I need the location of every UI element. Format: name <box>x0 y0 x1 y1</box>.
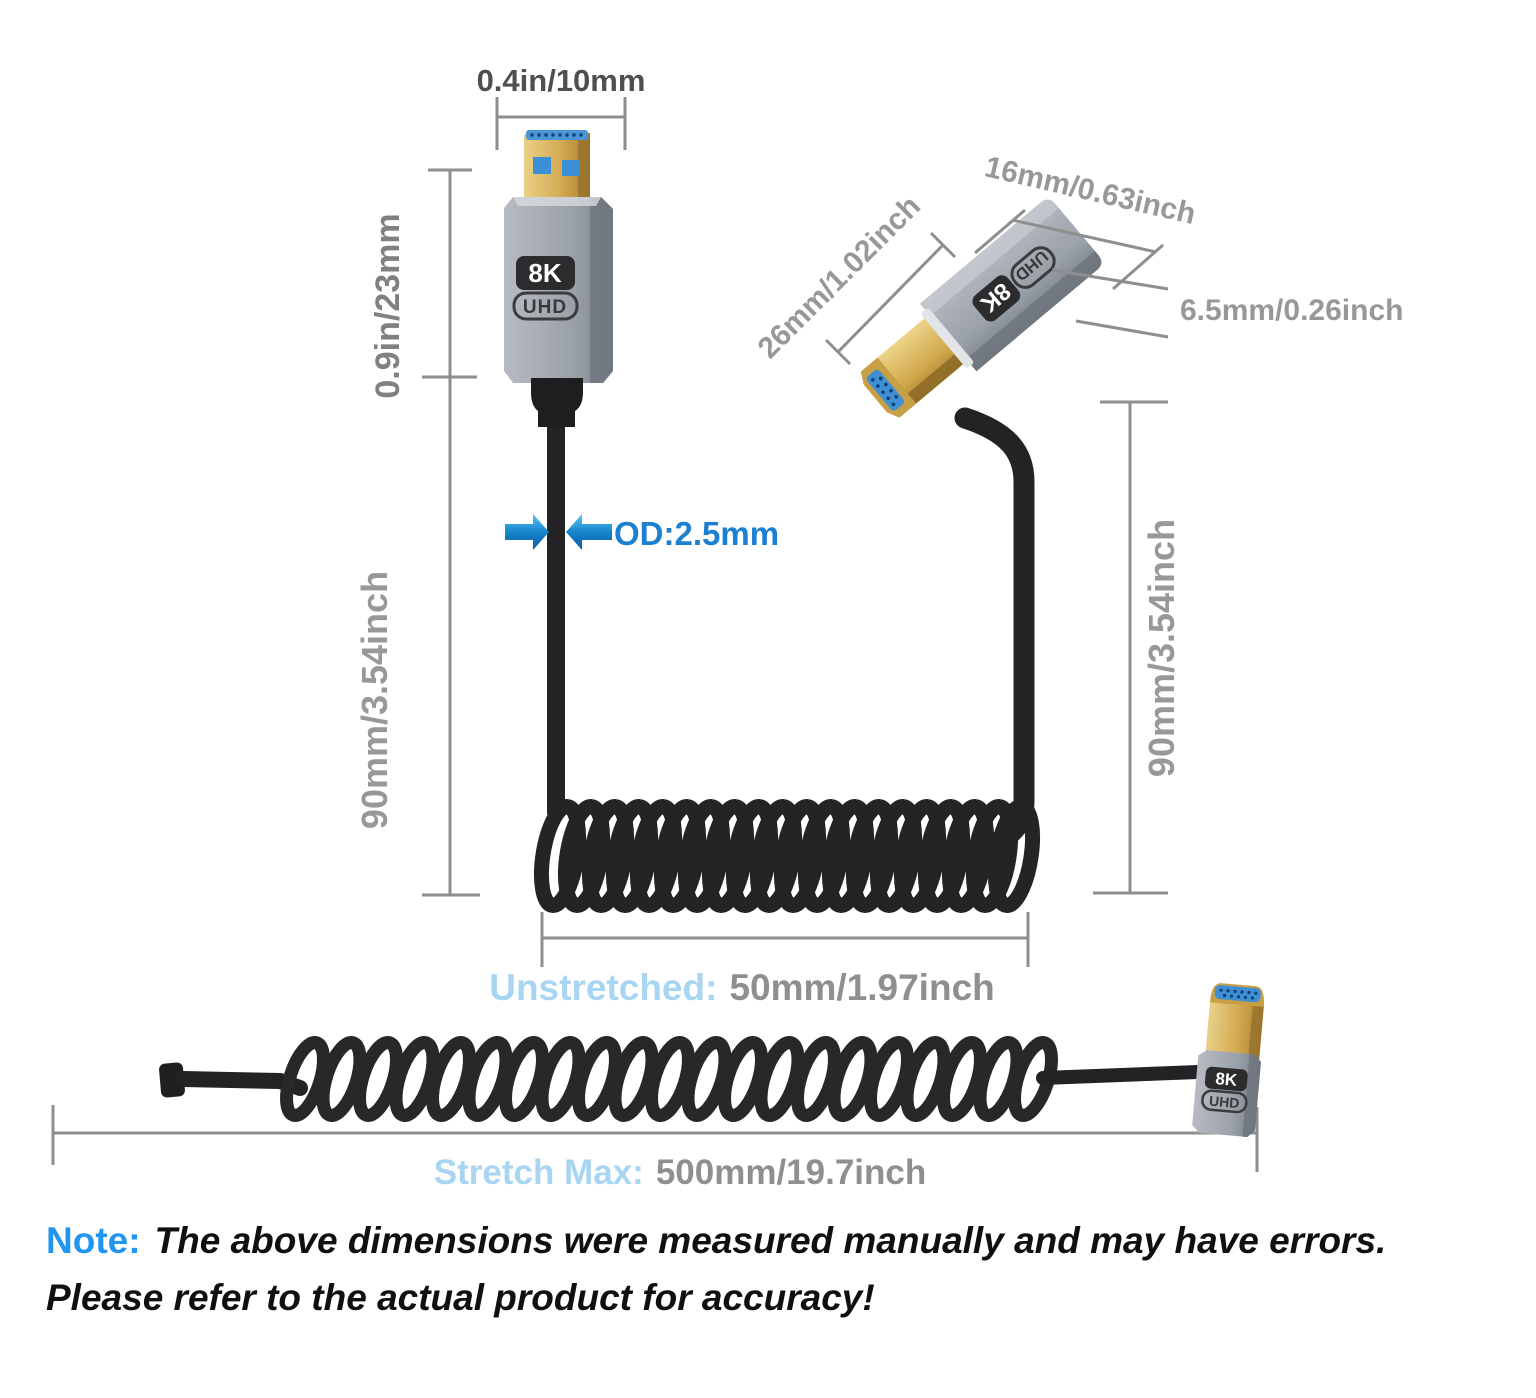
unstretched-value: 50mm/1.97inch <box>729 967 994 1008</box>
note-block: Note: The above dimensions were measured … <box>46 1220 1386 1318</box>
dim-unstretched: Unstretched: 50mm/1.97inch <box>489 912 1030 1008</box>
micro-body-edge <box>590 197 613 383</box>
od-arrow-right-icon <box>505 514 549 550</box>
left-cable-segment <box>547 415 565 817</box>
unstretched-label: Unstretched: <box>489 967 717 1008</box>
stretch-max-label: Stretch Max: <box>434 1153 644 1192</box>
micro-plug-pins-strip <box>526 130 588 140</box>
dim-left-cable-label: 90mm/3.54inch <box>354 571 395 829</box>
dim-right-vertical: 90mm/3.54inch <box>1093 400 1182 895</box>
hdmi-uhd-outline <box>1010 246 1056 289</box>
hdmi-plug-tip-blue <box>866 369 905 411</box>
coil-stretched <box>279 1038 1059 1120</box>
od-label: OD:2.5mm <box>614 515 779 552</box>
bottom-8k-label: 8K <box>1215 1069 1239 1090</box>
micro-8k-label: 8K <box>528 258 561 288</box>
note-line1: Note: The above dimensions were measured … <box>46 1220 1386 1261</box>
note-line2: Please refer to the actual product for a… <box>46 1277 875 1318</box>
micro-plug-hole-left <box>533 157 551 174</box>
od-arrow-left-icon <box>566 514 612 550</box>
micro-uhd-label: UHD <box>523 297 567 318</box>
stretched-cable-right-segment <box>1036 1065 1205 1085</box>
note-label: Note: <box>46 1220 141 1261</box>
micro-plug-pin-dots <box>530 133 583 137</box>
right-cable-segment <box>954 407 1035 853</box>
bottom-plug-pin-dots <box>1219 988 1258 1000</box>
micro-strain-relief <box>531 378 583 427</box>
coil-unstretched <box>535 804 1038 908</box>
bottom-plug-shade <box>1247 1002 1265 1063</box>
micro-hdmi-connector: 8K UHD <box>504 130 613 427</box>
bottom-uhd-label: UHD <box>1208 1093 1240 1112</box>
dim-micro-width-label: 0.4in/10mm <box>477 63 646 98</box>
hdmi-body-edge <box>966 250 1102 372</box>
micro-8k-badge <box>516 256 575 290</box>
micro-body-bevel <box>513 197 601 206</box>
micro-plug-gold <box>524 133 590 215</box>
unstretched-text: Unstretched: 50mm/1.97inch <box>489 967 995 1008</box>
hdmi-8k-badge <box>972 275 1021 322</box>
bottom-body-edge <box>1242 1053 1261 1138</box>
note-line1-text: The above dimensions were measured manua… <box>155 1220 1387 1261</box>
dim-stretch-max <box>51 1105 1259 1172</box>
stretched-cable <box>159 1038 1205 1120</box>
dim-hdmi-thickness: 6.5mm/0.26inch <box>1051 268 1403 339</box>
hdmi-connector: 8K UHD <box>860 199 1102 418</box>
hdmi-body-bevel <box>919 199 1059 317</box>
bottom-hdmi-connector: 8K UHD <box>1192 983 1265 1138</box>
dim-micro-height-label: 0.9in/23mm <box>369 213 407 398</box>
stretch-max-text: Stretch Max: 500mm/19.7inch <box>434 1153 927 1192</box>
bottom-uhd-outline <box>1201 1089 1248 1114</box>
bottom-plug-gold <box>1205 998 1264 1063</box>
dim-micro-width: 0.4in/10mm <box>477 63 646 150</box>
dim-hdmi-thickness-label: 6.5mm/0.26inch <box>1180 294 1403 327</box>
micro-plug-shade <box>578 133 590 215</box>
cable-end-cap <box>159 1062 185 1098</box>
micro-uhd-outline <box>512 291 579 321</box>
stretch-max-value: 500mm/19.7inch <box>656 1153 926 1192</box>
bottom-plug-tip-blue <box>1214 985 1261 1003</box>
hdmi-collar <box>921 308 974 368</box>
micro-plug-hole-right <box>562 160 580 176</box>
dim-cable-od: OD:2.5mm <box>505 514 779 552</box>
hdmi-plug-pin-dots <box>870 376 898 407</box>
bottom-8k-badge <box>1204 1066 1248 1092</box>
dim-right-cable-label: 90mm/3.54inch <box>1141 519 1182 777</box>
dim-left-vertical: 0.9in/23mm 90mm/3.54inch <box>354 168 480 897</box>
